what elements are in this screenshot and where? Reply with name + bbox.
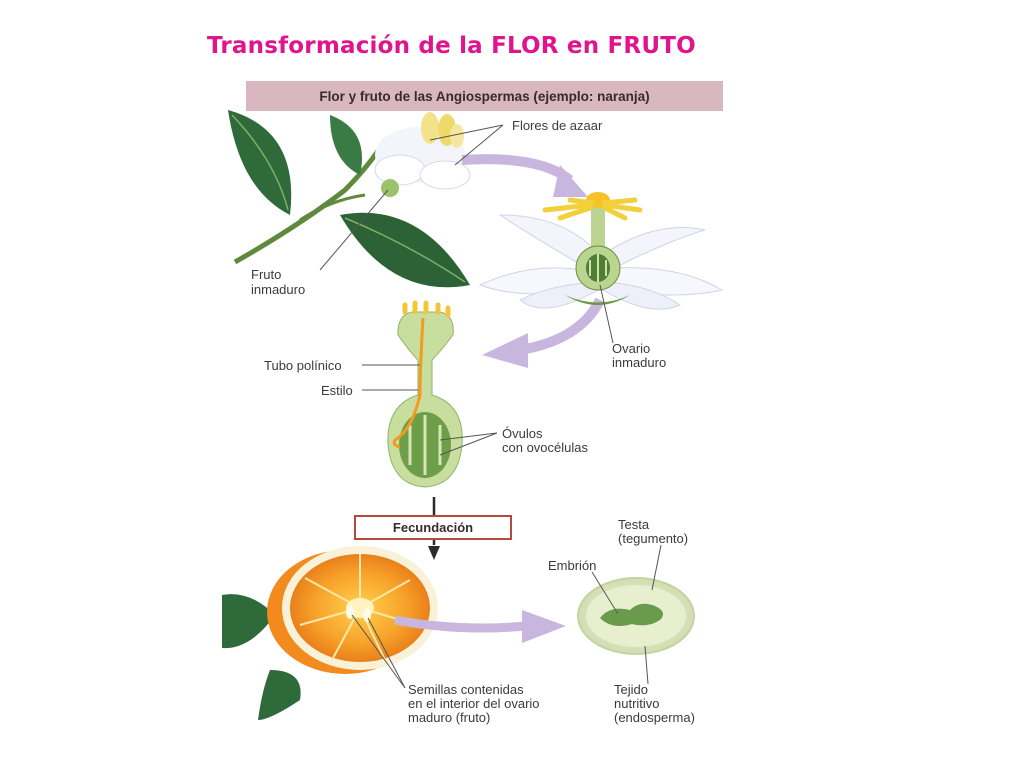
- label-tegumento: (tegumento): [618, 531, 689, 546]
- diagram-header-text: Flor y fruto de las Angiospermas (ejempl…: [319, 88, 650, 104]
- diagram-header: Flor y fruto de las Angiospermas (ejempl…: [246, 81, 723, 111]
- seed-cross-section: [577, 577, 695, 655]
- label-semillas-1: Semillas contenidas: [408, 682, 524, 697]
- label-ovario: Ovario: [612, 341, 651, 356]
- label-tubo-polinico: Tubo polínico: [264, 358, 342, 373]
- label-embrion: Embrión: [548, 558, 597, 573]
- leader-lines: [319, 124, 662, 689]
- arrow-to-seed-head: [522, 610, 566, 643]
- label-fruto: Fruto: [251, 267, 282, 282]
- arrow-to-flower-head: [553, 165, 588, 197]
- orange-fruit: [222, 546, 438, 720]
- label-tejido: Tejido: [614, 682, 648, 697]
- label-ovulos: Óvulos: [502, 426, 543, 441]
- page-title: Transformación de la FLOR en FRUTO: [207, 33, 696, 59]
- label-semillas-3: maduro (fruto): [408, 710, 491, 725]
- arrow-to-seed: [394, 615, 526, 633]
- label-semillas-2: en el interior del ovario: [408, 696, 540, 711]
- label-ovulos-ovocelulas: con ovocélulas: [502, 440, 588, 455]
- label-flores-azaar: Flores de azaar: [512, 118, 603, 133]
- down-arrow-head: [428, 546, 440, 560]
- arrow-to-pistil: [519, 297, 605, 355]
- label-fruto-inmaduro: inmaduro: [251, 282, 306, 297]
- arrow-to-pistil-head: [482, 333, 528, 368]
- label-testa: Testa: [618, 517, 650, 532]
- pistil-diagram: [387, 300, 463, 488]
- fecundacion-box: Fecundación: [354, 515, 512, 540]
- label-estilo: Estilo: [321, 383, 353, 398]
- arrow-to-flower: [461, 154, 574, 184]
- orange-blossom: [374, 112, 471, 197]
- open-flower: [478, 192, 724, 310]
- fecundacion-label: Fecundación: [392, 520, 474, 535]
- label-endosperma: (endosperma): [614, 710, 695, 725]
- label-tejido-nutritivo: nutritivo: [614, 696, 660, 711]
- label-ovario-inmaduro: inmaduro: [612, 355, 667, 370]
